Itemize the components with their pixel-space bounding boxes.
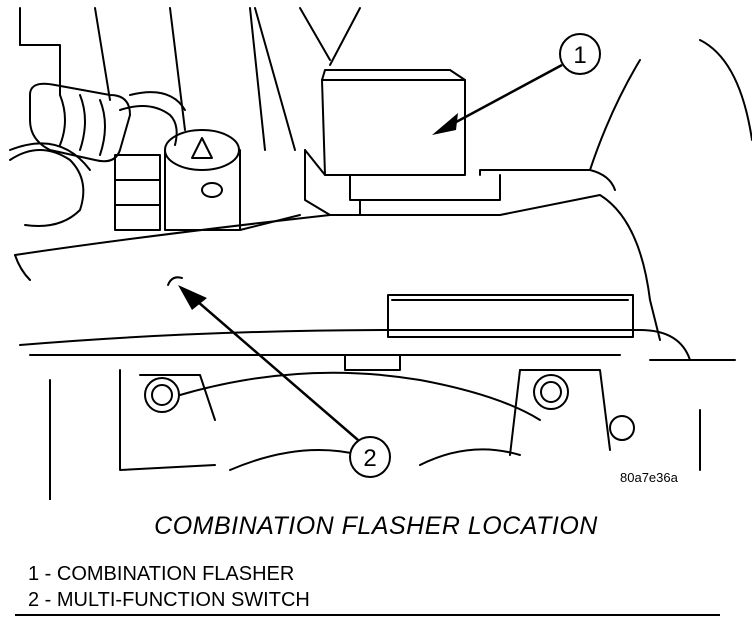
legend-item: 2 - MULTI-FUNCTION SWITCH — [28, 589, 310, 611]
legend: 1 - COMBINATION FLASHER 2 - MULTI-FUNCTI… — [28, 561, 310, 613]
callout-2: 2 — [178, 285, 391, 478]
figure-caption: COMBINATION FLASHER LOCATION — [154, 512, 598, 540]
callout-2-number: 2 — [363, 445, 376, 472]
flasher-location-illustration: 1 2 — [9, 7, 752, 500]
callout-1-number: 1 — [573, 42, 586, 69]
legend-item: 1 - COMBINATION FLASHER — [28, 563, 295, 585]
callout-1: 1 — [432, 33, 601, 135]
figure-reference-code: 80a7e36a — [620, 470, 678, 485]
divider — [15, 614, 720, 616]
